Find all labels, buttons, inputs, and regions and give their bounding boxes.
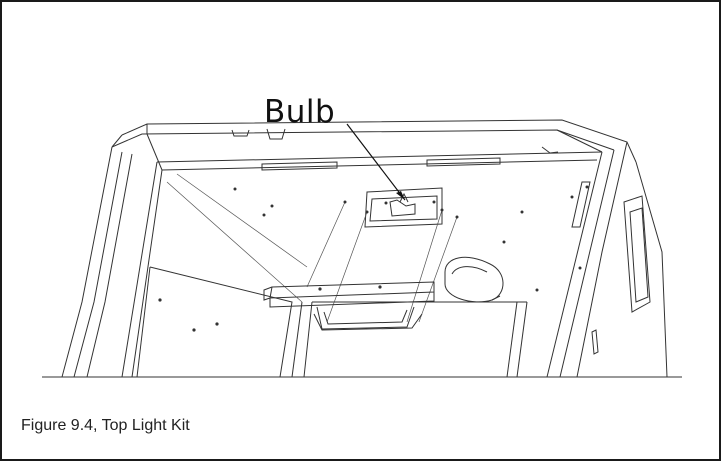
assembly-lines: [306, 200, 459, 323]
technical-drawing: [42, 119, 682, 378]
cabinet-top-frame: [111, 119, 637, 171]
right-post: [546, 141, 668, 378]
light-kit-plate: [364, 187, 443, 228]
angle-bracket: [263, 281, 435, 331]
left-post: [61, 134, 163, 378]
figure-caption: Figure 9.4, Top Light Kit: [21, 417, 190, 434]
left-panel: [136, 266, 293, 378]
dome-fixture: [444, 256, 504, 303]
interior-plane: [166, 173, 589, 303]
bulb-callout-label: Bulb: [264, 94, 336, 130]
bulb-callout-leader: [346, 123, 406, 201]
